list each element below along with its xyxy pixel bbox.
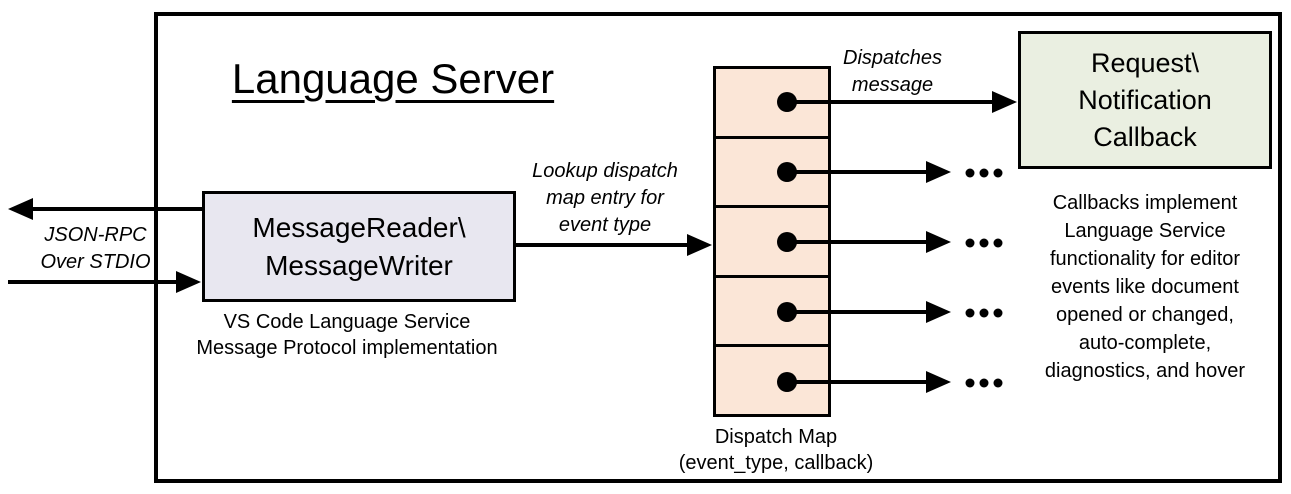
arrowhead-left-icon xyxy=(8,198,33,220)
message-reader-caption: VS Code Language Service Message Protoco… xyxy=(196,311,498,359)
language-server-box xyxy=(154,12,1282,483)
dispatch-map-slot xyxy=(716,139,828,209)
message-reader-writer-box: MessageReader\ MessageWriter xyxy=(202,191,516,302)
dispatch-map-box xyxy=(713,66,831,417)
diagram-title: Language Server xyxy=(231,55,555,102)
lookup-dispatch-label: Lookup dispatch map entry for event type xyxy=(532,160,678,236)
request-notification-callback-box: Request\ Notification Callback xyxy=(1018,31,1272,169)
dispatch-map-label: Dispatch Map (event_type, callback) xyxy=(678,426,874,474)
dispatch-map-slot xyxy=(716,69,828,139)
dispatch-map-slot xyxy=(716,278,828,348)
json-rpc-stdio-label: JSON-RPC Over STDIO xyxy=(40,224,151,273)
dispatch-map-slot xyxy=(716,208,828,278)
dispatch-map-slot xyxy=(716,347,828,414)
dispatches-message-label: Dispatches message xyxy=(843,47,942,96)
callbacks-note: Callbacks implement Language Service fun… xyxy=(1044,192,1246,382)
